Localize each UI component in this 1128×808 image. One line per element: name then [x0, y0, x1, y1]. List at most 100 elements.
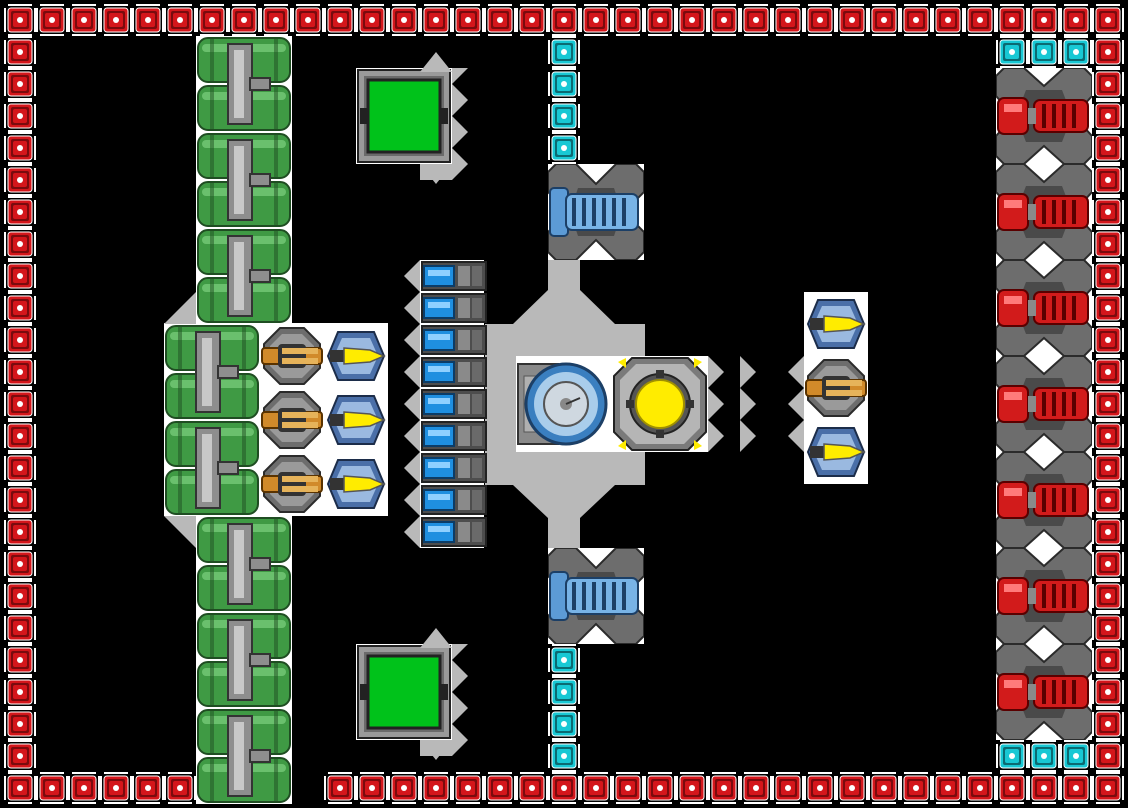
- hull-wedge: [420, 164, 452, 184]
- yellow-plasma-launcher[interactable]: [804, 292, 868, 356]
- red-armor-block: [900, 772, 932, 804]
- blue-battery-cell[interactable]: [404, 516, 488, 548]
- hull-wedge: [164, 292, 196, 324]
- red-armor-block: [452, 4, 484, 36]
- blue-battery-cell[interactable]: [404, 292, 488, 324]
- blue-battery-cell[interactable]: [404, 388, 488, 420]
- blue-battery-cell[interactable]: [404, 356, 488, 388]
- red-armor-block: [4, 388, 36, 420]
- red-armor-block: [260, 4, 292, 36]
- red-armor-block: [644, 772, 676, 804]
- green-fuel-tank[interactable]: [196, 708, 292, 804]
- cyan-armor-block: [1028, 36, 1060, 68]
- green-fuel-tank[interactable]: [164, 324, 260, 420]
- red-armor-block: [1092, 708, 1124, 740]
- red-heavy-cannon[interactable]: [995, 451, 1093, 549]
- hull-wedge: [164, 516, 196, 548]
- red-armor-block: [932, 772, 964, 804]
- cyan-armor-block: [548, 68, 580, 100]
- red-armor-block: [612, 772, 644, 804]
- green-fuel-tank[interactable]: [164, 420, 260, 516]
- red-armor-block: [4, 356, 36, 388]
- red-armor-block: [836, 4, 868, 36]
- red-heavy-cannon[interactable]: [995, 355, 1093, 453]
- green-fuel-tank[interactable]: [196, 132, 292, 228]
- red-armor-block: [1092, 676, 1124, 708]
- cyan-armor-block: [548, 708, 580, 740]
- blue-battery-cell[interactable]: [404, 452, 488, 484]
- red-armor-block: [1092, 356, 1124, 388]
- cyan-armor-block: [548, 740, 580, 772]
- red-heavy-cannon[interactable]: [995, 67, 1093, 165]
- blue-battery-cell[interactable]: [404, 324, 488, 356]
- yellow-plasma-launcher[interactable]: [324, 388, 388, 452]
- cyan-armor-block: [996, 36, 1028, 68]
- red-heavy-cannon[interactable]: [995, 643, 1093, 741]
- blue-battery-cell[interactable]: [404, 420, 488, 452]
- red-armor-block: [708, 4, 740, 36]
- hangar-panel-top[interactable]: [356, 52, 468, 180]
- red-armor-block: [580, 772, 612, 804]
- red-heavy-cannon[interactable]: [995, 259, 1093, 357]
- orange-missile-turret[interactable]: [260, 388, 324, 452]
- red-armor-block: [868, 4, 900, 36]
- red-armor-block: [4, 644, 36, 676]
- red-heavy-cannon[interactable]: [995, 547, 1093, 645]
- cyan-armor-block: [548, 132, 580, 164]
- red-armor-block: [4, 580, 36, 612]
- red-armor-block: [4, 292, 36, 324]
- yellow-plasma-launcher[interactable]: [324, 452, 388, 516]
- armor-spike: [708, 388, 724, 420]
- red-armor-block: [4, 708, 36, 740]
- orange-missile-turret[interactable]: [804, 356, 868, 420]
- red-armor-block: [196, 4, 228, 36]
- red-armor-block: [868, 772, 900, 804]
- red-armor-block: [1092, 292, 1124, 324]
- red-armor-block: [164, 4, 196, 36]
- green-fuel-tank[interactable]: [196, 228, 292, 324]
- shield-generator[interactable]: [516, 356, 612, 452]
- cyan-armor-block: [1028, 740, 1060, 772]
- red-armor-block: [1092, 420, 1124, 452]
- red-armor-block: [420, 4, 452, 36]
- red-armor-block: [68, 4, 100, 36]
- reactor-core[interactable]: [612, 356, 708, 452]
- cyan-armor-block: [1060, 36, 1092, 68]
- armor-spike: [740, 420, 756, 452]
- armor-spike: [788, 356, 804, 388]
- red-armor-block: [356, 4, 388, 36]
- red-armor-block: [324, 4, 356, 36]
- red-armor-block: [516, 4, 548, 36]
- cyan-armor-block: [996, 740, 1028, 772]
- red-armor-block: [100, 4, 132, 36]
- red-armor-block: [772, 4, 804, 36]
- red-armor-block: [676, 4, 708, 36]
- armor-spike: [740, 356, 756, 388]
- armor-spike: [788, 388, 804, 420]
- red-armor-block: [1092, 100, 1124, 132]
- green-fuel-tank[interactable]: [196, 516, 292, 612]
- red-armor-block: [132, 772, 164, 804]
- red-armor-block: [804, 4, 836, 36]
- yellow-plasma-launcher[interactable]: [324, 324, 388, 388]
- red-armor-block: [1028, 4, 1060, 36]
- red-armor-block: [1092, 36, 1124, 68]
- green-fuel-tank[interactable]: [196, 612, 292, 708]
- blue-thruster-top[interactable]: [547, 163, 645, 261]
- red-armor-block: [452, 772, 484, 804]
- red-armor-block: [676, 772, 708, 804]
- blue-battery-cell[interactable]: [404, 484, 488, 516]
- red-heavy-cannon[interactable]: [995, 163, 1093, 261]
- green-fuel-tank[interactable]: [196, 36, 292, 132]
- hangar-panel-bottom[interactable]: [356, 628, 468, 756]
- blue-battery-cell[interactable]: [404, 260, 488, 292]
- red-armor-block: [4, 772, 36, 804]
- orange-missile-turret[interactable]: [260, 324, 324, 388]
- yellow-plasma-launcher[interactable]: [804, 420, 868, 484]
- orange-missile-turret[interactable]: [260, 452, 324, 516]
- red-armor-block: [4, 612, 36, 644]
- red-armor-block: [420, 772, 452, 804]
- red-armor-block: [228, 4, 260, 36]
- blue-thruster-bottom[interactable]: [547, 547, 645, 645]
